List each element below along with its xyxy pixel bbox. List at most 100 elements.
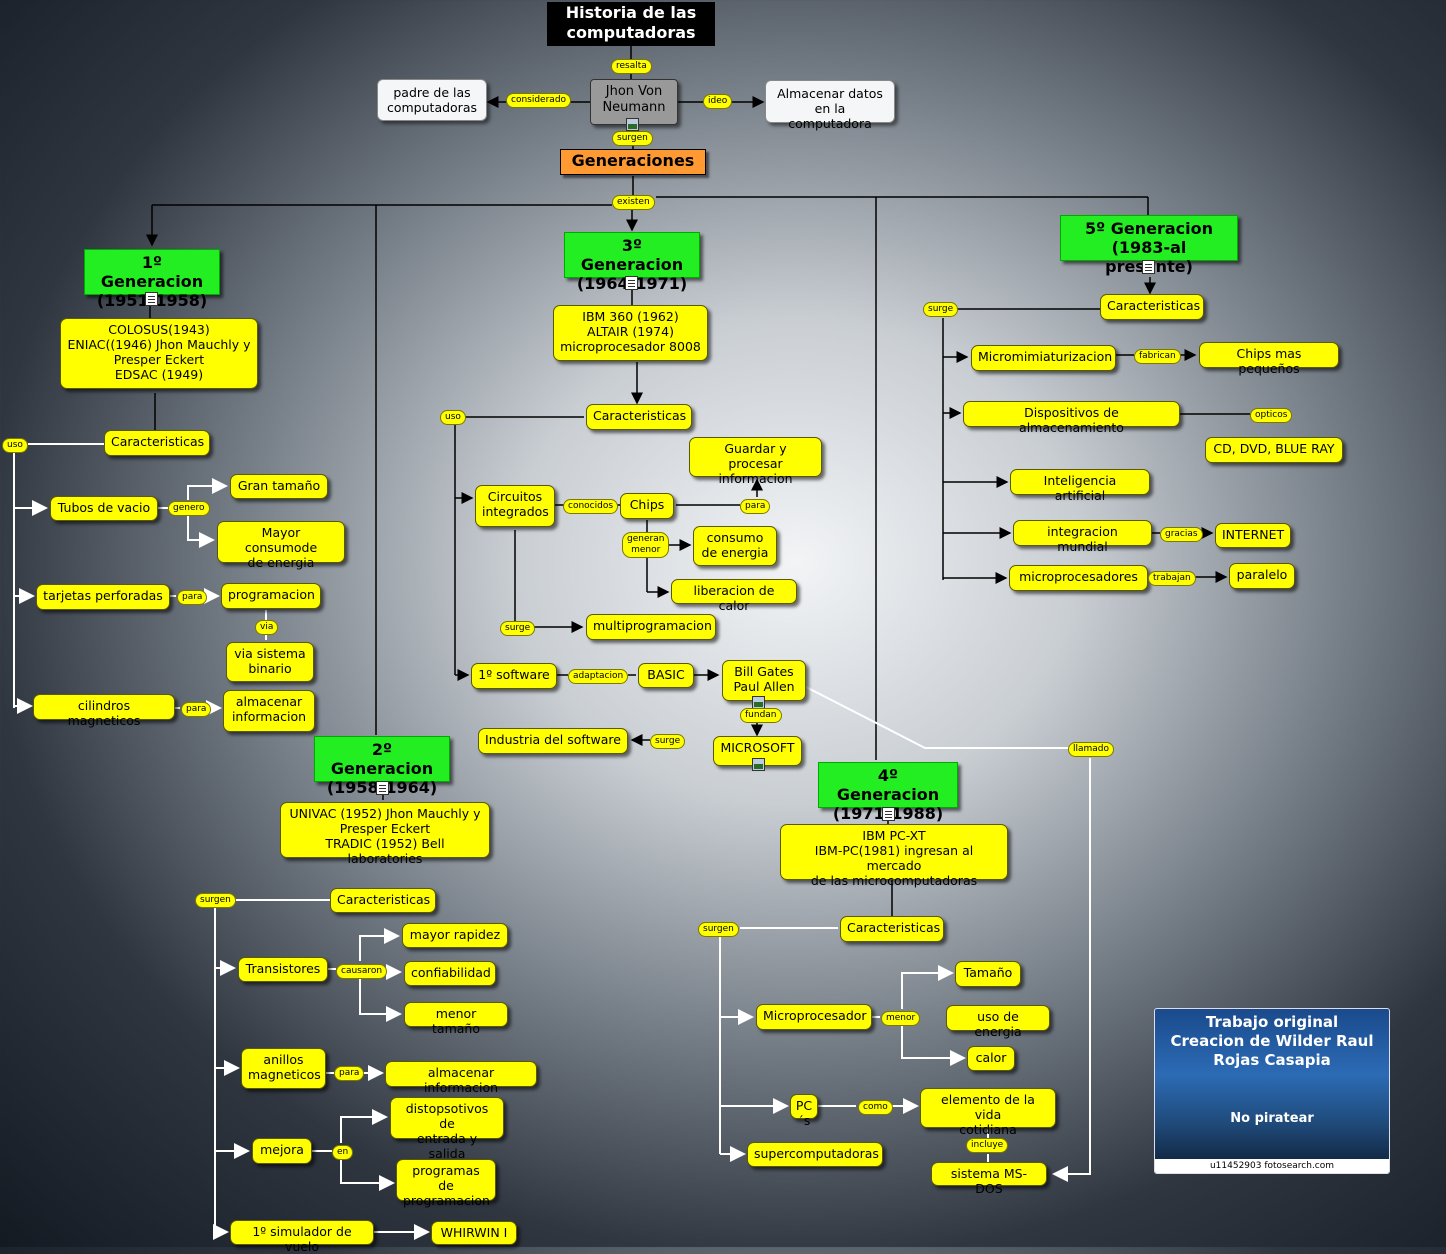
label-ideo: ideo <box>703 94 733 109</box>
gen2-confiabilidad[interactable]: confiabilidad <box>404 961 496 986</box>
gen1-tarjetas[interactable]: tarjetas perforadas <box>36 584 170 610</box>
gen3-caracteristicas[interactable]: Caracteristicas <box>586 404 692 430</box>
gen2-title[interactable]: 2º Generacion (1958-1964) <box>314 736 450 797</box>
label-fundan: fundan <box>740 708 782 723</box>
watermark-code: u11452903 fotosearch.com <box>1155 1159 1389 1173</box>
image-icon[interactable] <box>752 758 765 771</box>
gen5-caracteristicas[interactable]: Caracteristicas <box>1100 294 1204 320</box>
gen1-almacenar[interactable]: almacenar informacion <box>223 690 315 732</box>
gen4-computers[interactable]: IBM PC-XT IBM-PC(1981) ingresan al merca… <box>780 824 1008 888</box>
node-almacenar-datos[interactable]: Almacenar datos en la computadora <box>765 80 895 131</box>
gen1-computers[interactable]: COLOSUS(1943) ENIAC((1946) Jhon Mauchly … <box>60 318 258 389</box>
label-en: en <box>332 1145 354 1160</box>
gen3-circuitos[interactable]: Circuitos integrados <box>475 485 555 527</box>
gen1-consumo[interactable]: Mayor consumode de energia <box>217 521 345 570</box>
node-padre[interactable]: padre de las computadoras <box>377 79 487 121</box>
label-para: para <box>181 702 212 717</box>
gen5-micromini[interactable]: Micromimiaturizacion <box>971 345 1116 371</box>
gen3-industria[interactable]: Industria del software <box>478 728 628 754</box>
gen2-simulador[interactable]: 1º simulador de vuelo <box>230 1220 374 1254</box>
gen5-paralelo[interactable]: paralelo <box>1229 563 1295 589</box>
node-generaciones[interactable]: Generaciones <box>560 149 706 175</box>
image-icon[interactable] <box>626 118 639 131</box>
label-gracias: gracias <box>1160 527 1203 542</box>
label-incluye: incluye <box>966 1138 1009 1153</box>
gen2-almacenar[interactable]: almacenar informacion <box>385 1061 537 1095</box>
document-icon[interactable] <box>625 276 638 290</box>
gen3-liberacion[interactable]: liberacion de calor <box>671 579 797 613</box>
label-fabrican: fabrican <box>1134 349 1181 364</box>
gen5-microprocesadores[interactable]: microprocesadores <box>1009 565 1148 591</box>
gen2-computers[interactable]: UNIVAC (1952) Jhon Mauchly y Presper Eck… <box>280 802 490 866</box>
gen4-calor[interactable]: calor <box>967 1046 1015 1071</box>
label-generan-menor: generan menor <box>622 532 670 558</box>
gen5-integracion[interactable]: integracion mundial <box>1013 520 1152 554</box>
gen5-dispositivos[interactable]: Dispositivos de almacenamiento <box>963 401 1180 435</box>
label-trabajan: trabajan <box>1148 571 1196 586</box>
gen3-title[interactable]: 3º Generacion (1964-1971) <box>564 232 700 293</box>
label-para: para <box>740 499 771 514</box>
gen4-supercomputadoras[interactable]: supercomputadoras <box>747 1142 883 1167</box>
document-icon[interactable] <box>376 781 389 795</box>
gen2-mejora[interactable]: mejora <box>252 1138 312 1164</box>
gen4-pcs[interactable]: PC´s <box>790 1094 818 1128</box>
gen5-cd[interactable]: CD, DVD, BLUE RAY <box>1205 437 1343 463</box>
label-adaptacion: adaptacion <box>568 669 629 684</box>
label-genero: genero <box>168 501 210 516</box>
node-neumann[interactable]: Jhon Von Neumann <box>590 79 678 125</box>
label-para: para <box>334 1066 365 1081</box>
document-icon[interactable] <box>882 807 895 821</box>
label-surge: surge <box>923 302 959 317</box>
gen5-chips[interactable]: Chips mas pequeños <box>1199 342 1339 376</box>
gen3-computers[interactable]: IBM 360 (1962) ALTAIR (1974) microproces… <box>553 305 708 361</box>
label-opticos: opticos <box>1250 408 1293 423</box>
gen4-microprocesador[interactable]: Microprocesador <box>756 1004 872 1030</box>
gen3-bill-gates[interactable]: Bill Gates Paul Allen <box>722 660 806 701</box>
gen1-caracteristicas[interactable]: Caracteristicas <box>104 430 210 456</box>
label-uso: uso <box>2 438 28 453</box>
label-considerado: considerado <box>506 93 572 108</box>
gen5-internet[interactable]: INTERNET <box>1215 523 1291 548</box>
gen4-uso-energia[interactable]: uso de energia <box>946 1005 1050 1039</box>
gen4-msdos[interactable]: sistema MS-DOS <box>931 1162 1047 1196</box>
gen3-consumo[interactable]: consumo de energia <box>693 526 777 566</box>
gen1-binario[interactable]: via sistema binario <box>226 642 314 682</box>
label-llamado: llamado <box>1068 742 1115 757</box>
gen4-elemento[interactable]: elemento de la vida cotidiana <box>920 1088 1056 1137</box>
gen2-whirwin[interactable]: WHIRWIN I <box>431 1221 517 1245</box>
gen3-multiprogramacion[interactable]: multiprogramacion <box>586 614 716 640</box>
document-icon[interactable] <box>1142 260 1155 274</box>
gen3-software[interactable]: 1º software <box>471 663 557 689</box>
gen2-menor-tamano[interactable]: menor tamaño <box>404 1002 508 1036</box>
gen2-caracteristicas[interactable]: Caracteristicas <box>330 888 436 913</box>
label-surge: surge <box>500 621 536 636</box>
gen1-programacion[interactable]: programacion <box>221 583 321 609</box>
gen3-basic[interactable]: BASIC <box>638 663 694 688</box>
gen3-chips[interactable]: Chips <box>620 493 674 519</box>
gen1-tubos[interactable]: Tubos de vacio <box>50 496 158 521</box>
gen4-caracteristicas[interactable]: Caracteristicas <box>840 916 944 942</box>
gen1-title[interactable]: 1º Generacion (1951-1958) <box>84 249 220 310</box>
map-title: Historia de las computadoras <box>547 2 715 46</box>
label-como: como <box>858 1100 893 1115</box>
label-conocidos: conocidos <box>563 499 619 514</box>
label-causaron: causaron <box>336 964 388 979</box>
gen2-rapidez[interactable]: mayor rapidez <box>402 923 508 948</box>
gen1-gran-tamano[interactable]: Gran tamaño <box>230 474 328 499</box>
gen2-programas[interactable]: programas de programacion <box>396 1159 496 1208</box>
gen5-ia[interactable]: Inteligencia artificial <box>1010 469 1150 503</box>
gen3-guardar[interactable]: Guardar y procesar informacion <box>689 437 822 486</box>
label-menor: menor <box>881 1011 921 1026</box>
gen1-cilindros[interactable]: cilindros magneticos <box>33 694 175 728</box>
gen5-title[interactable]: 5º Generacion (1983-al presente) <box>1060 215 1238 276</box>
gen2-dispositivos[interactable]: distopsotivos de entrada y salida <box>390 1097 504 1161</box>
label-resalta: resalta <box>611 59 652 74</box>
gen4-tamano[interactable]: Tamaño <box>955 961 1021 987</box>
gen2-anillos[interactable]: anillos magneticos <box>241 1048 326 1089</box>
gen4-title[interactable]: 4º Generacion (1971-1988) <box>818 762 958 823</box>
label-via: via <box>255 620 279 635</box>
credit-box: Trabajo original Creacion de Wilder Raul… <box>1154 1008 1390 1174</box>
document-icon[interactable] <box>145 292 158 306</box>
gen2-transistores[interactable]: Transistores <box>238 957 328 982</box>
